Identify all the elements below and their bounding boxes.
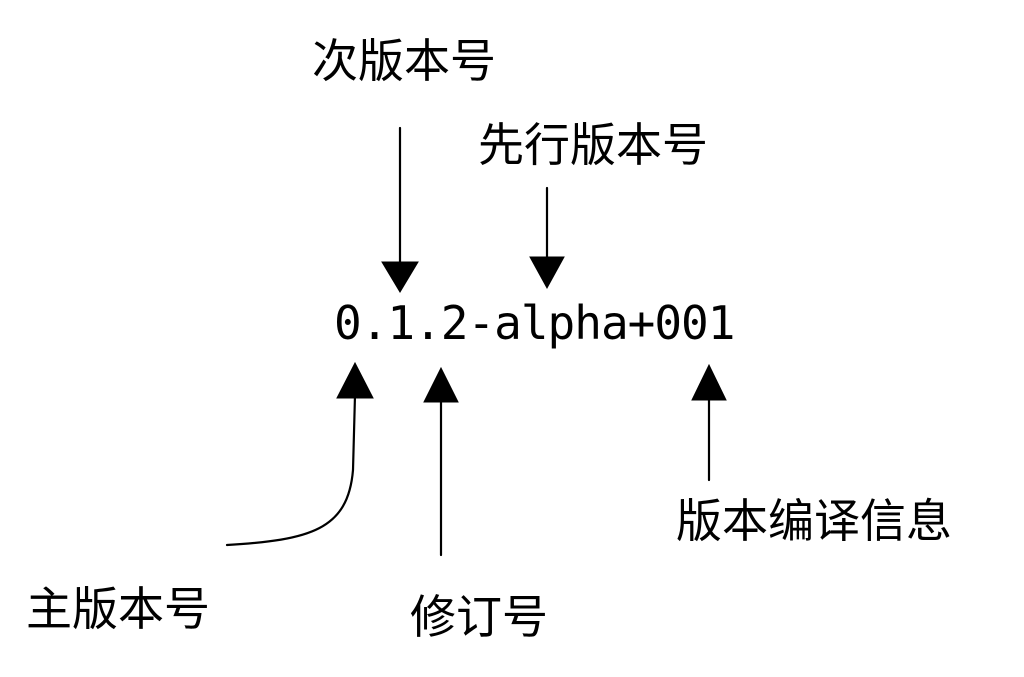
patch-arrow-head: [423, 366, 459, 403]
minor-arrow: [381, 126, 419, 293]
minor-version-label: 次版本号: [312, 34, 496, 88]
version-string: 0.1.2-alpha+001: [334, 296, 735, 350]
major-arrow-shaft: [225, 393, 357, 547]
major-arrow: [225, 361, 374, 547]
patch-version-label: 修订号: [410, 590, 548, 644]
prerelease-arrow: [529, 186, 565, 290]
minor-arrow-head: [381, 261, 419, 293]
prerelease-version-label: 先行版本号: [478, 118, 708, 172]
major-arrow-head: [336, 361, 374, 399]
build-arrow: [691, 363, 727, 482]
build-metadata-label: 版本编译信息: [676, 494, 952, 548]
major-version-label: 主版本号: [26, 582, 210, 636]
patch-arrow: [423, 366, 459, 557]
build-arrow-head: [691, 363, 727, 401]
prerelease-arrow-head: [529, 256, 565, 290]
